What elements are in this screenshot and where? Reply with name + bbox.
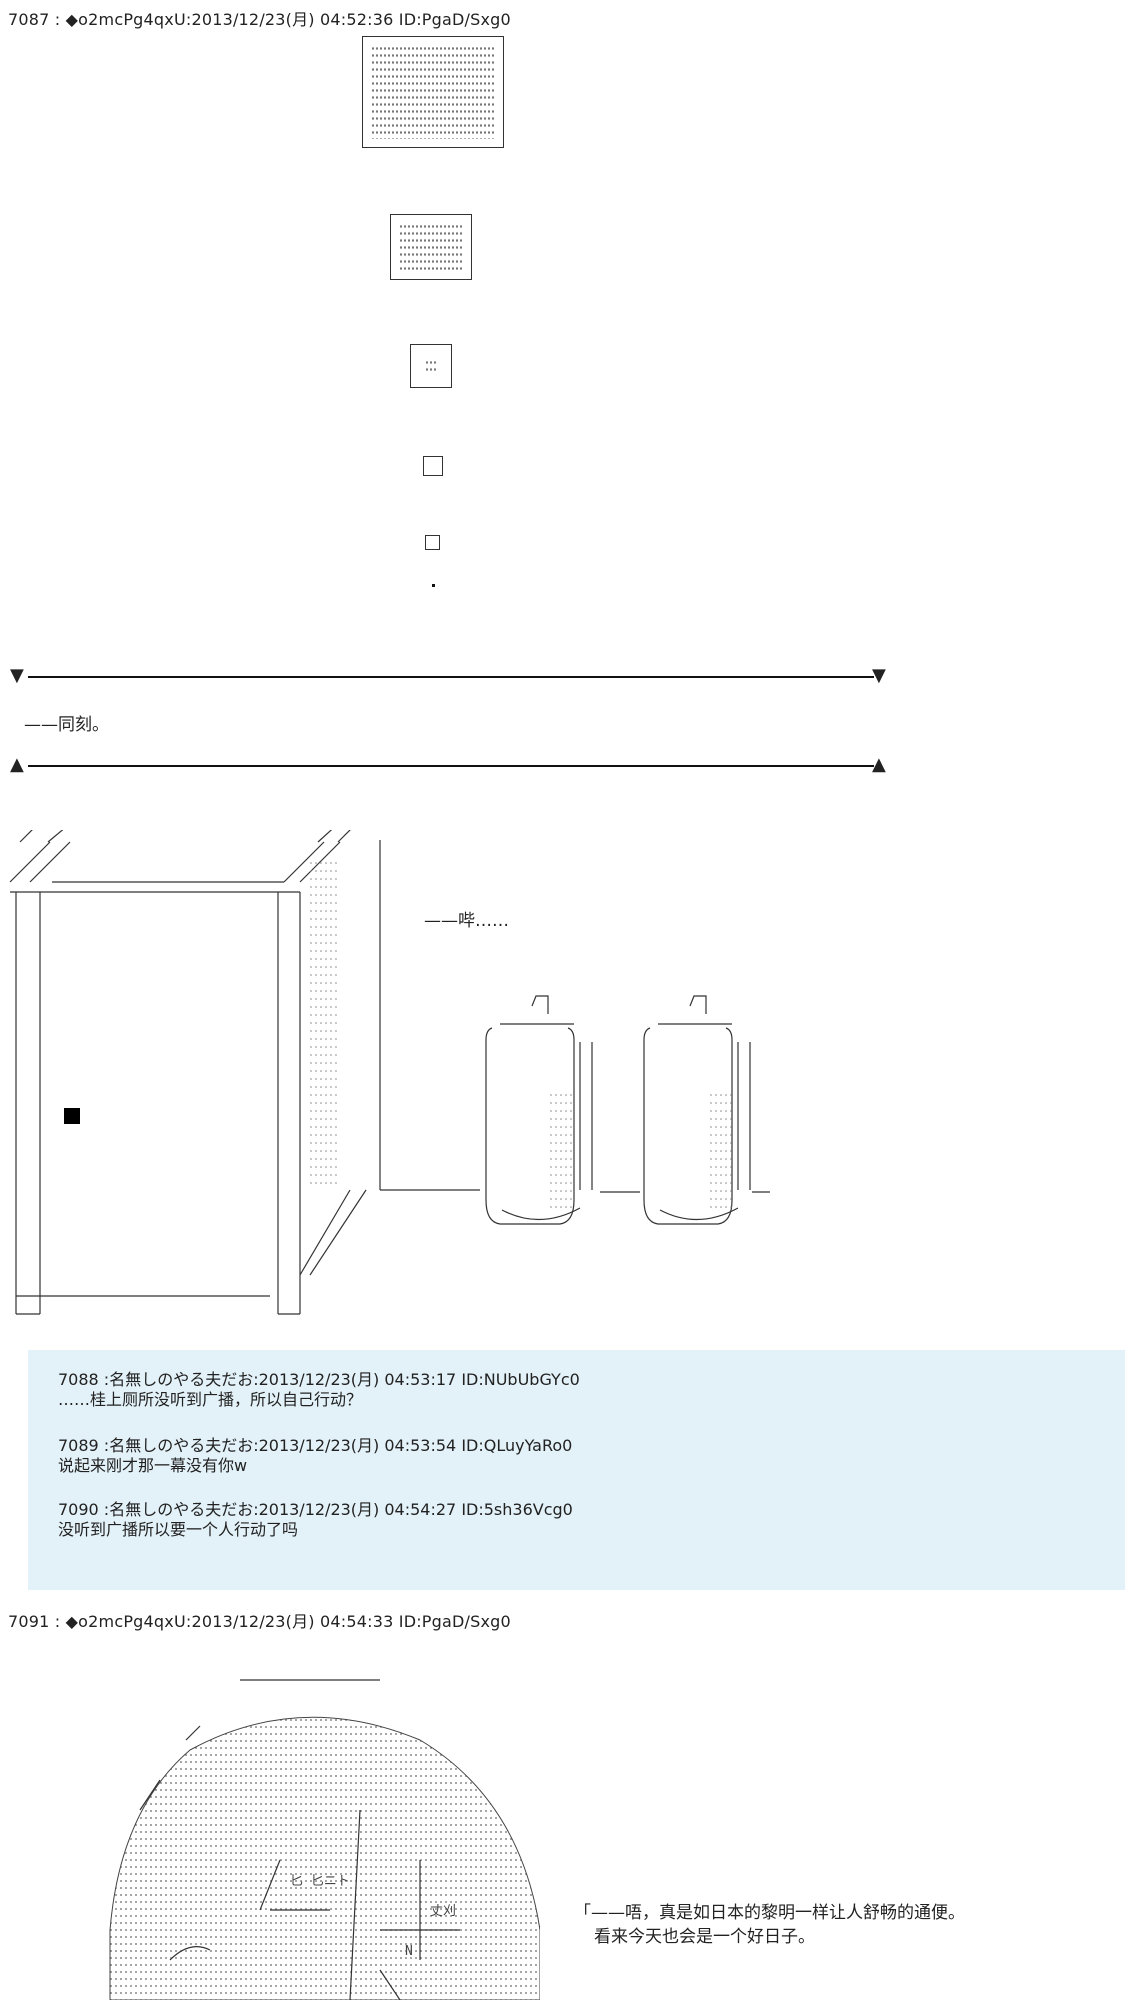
vanishing-dot (432, 584, 435, 587)
tiny-box-art (423, 456, 443, 476)
reply-header: 7088 :名無しのやる夫だお:2013/12/23(月) 04:53:17 I… (58, 1370, 580, 1389)
replies-panel (28, 1350, 1125, 1590)
reply-body: 没听到广播所以要一个人行动了吗 (58, 1520, 299, 1539)
divider-line (28, 676, 874, 678)
speech-line-1: 「——唔，真是如日本的黎明一样让人舒畅的通便。 (574, 1903, 965, 1923)
down-triangle-icon: ▼ (10, 665, 24, 686)
sound-effect-text: ——哔…… (424, 911, 509, 931)
post-header-7087: 7087 : ◆o2mcPg4qxU:2013/12/23(月) 04:52:3… (8, 10, 511, 29)
tiny-box-art-2 (425, 535, 440, 550)
small-box-art (410, 344, 452, 388)
reply-7088: 7088 :名無しのやる夫だお:2013/12/23(月) 04:53:17 I… (58, 1370, 580, 1410)
post-header-7091: 7091 : ◆o2mcPg4qxU:2013/12/23(月) 04:54:3… (8, 1612, 511, 1631)
aa-label: 丈刈 (430, 1904, 457, 1919)
aa-label: N (405, 1944, 413, 1959)
divider-line (28, 765, 874, 767)
reply-7090: 7090 :名無しのやる夫だお:2013/12/23(月) 04:54:27 I… (58, 1500, 573, 1540)
narration-text: ——同刻。 (24, 715, 109, 735)
large-box-art (362, 36, 504, 148)
speech-line-2: 看来今天也会是一个好日子。 (594, 1927, 815, 1947)
reply-header: 7089 :名無しのやる夫だお:2013/12/23(月) 04:53:54 I… (58, 1436, 573, 1455)
medium-box-art (390, 214, 472, 280)
restroom-stall-art (9, 830, 770, 1315)
reply-body: 说起来刚才那一幕没有你w (58, 1456, 248, 1475)
reply-body: ……桂上厕所没听到广播，所以自己行动？ (58, 1390, 363, 1409)
reply-header: 7090 :名無しのやる夫だお:2013/12/23(月) 04:54:27 I… (58, 1500, 573, 1519)
up-triangle-icon: ▲ (10, 754, 24, 775)
up-triangle-icon: ▲ (872, 754, 886, 775)
reply-7089: 7089 :名無しのやる夫だお:2013/12/23(月) 04:53:54 I… (58, 1436, 572, 1476)
down-triangle-icon: ▼ (872, 665, 886, 686)
character-head-art (109, 1679, 540, 2000)
black-square-icon (64, 1108, 80, 1124)
aa-label: 匕 匕ニト (290, 1874, 350, 1889)
